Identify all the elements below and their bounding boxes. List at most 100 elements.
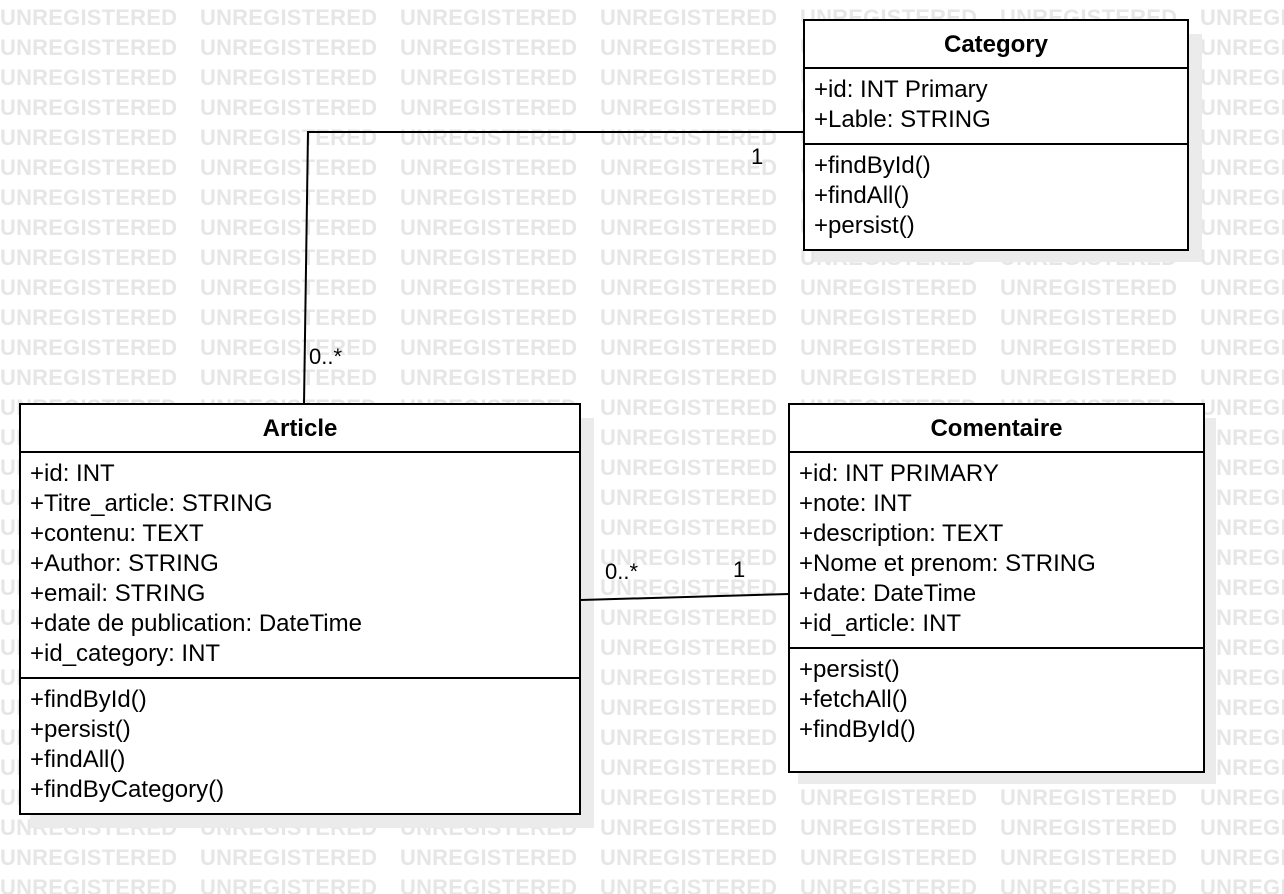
class-comentaire-attributes: +id: INT PRIMARY+note: INT+description: …: [790, 453, 1203, 649]
watermark-text: UNREGISTERED: [600, 785, 778, 810]
watermark-text: UNREGISTERED: [800, 815, 978, 840]
watermark-text: UNREGISTERED: [1000, 275, 1178, 300]
watermark-text: UNREGISTERED: [1200, 485, 1284, 510]
attribute-line: +note: INT: [799, 490, 912, 517]
watermark-text: UNREGISTERED: [600, 635, 778, 660]
watermark-text: UNREGISTERED: [1200, 275, 1284, 300]
method-line: +findById(): [30, 686, 147, 713]
watermark-text: UNREGISTERED: [600, 725, 778, 750]
watermark-text: UNREGISTERED: [600, 305, 778, 330]
attribute-line: +date de publication: DateTime: [30, 610, 362, 637]
watermark-text: UNREGISTERED: [600, 425, 778, 450]
watermark-text: UNREGISTERED: [600, 515, 778, 540]
watermark-text: UNREGISTERED: [1200, 725, 1284, 750]
watermark-text: UNREGISTERED: [1200, 305, 1284, 330]
attribute-line: +id: INT: [30, 460, 115, 487]
watermark-text: UNREGISTERED: [600, 275, 778, 300]
watermark-text: UNREGISTERED: [400, 185, 578, 210]
watermark-text: UNREGISTERED: [1200, 785, 1284, 810]
watermark-text: UNREGISTERED: [0, 875, 178, 894]
watermark-text: UNREGISTERED: [0, 215, 178, 240]
watermark-text: UNREGISTERED: [600, 65, 778, 90]
class-article-methods: +findById()+persist()+findAll()+findByCa…: [21, 679, 579, 809]
attribute-line: +id_article: INT: [799, 610, 962, 637]
watermark-text: UNREGISTERED: [600, 815, 778, 840]
method-line: +fetchAll(): [799, 686, 908, 713]
watermark-text: UNREGISTERED: [200, 305, 378, 330]
watermark-text: UNREGISTERED: [200, 335, 378, 360]
watermark-text: UNREGISTERED: [1200, 695, 1284, 720]
watermark-text: UNREGISTERED: [1000, 305, 1178, 330]
watermark-text: UNREGISTERED: [1200, 425, 1284, 450]
method-line: +persist(): [799, 656, 900, 683]
watermark-row: UNREGISTERED UNREGISTERED UNREGISTERED UNRE…: [0, 307, 1284, 329]
watermark-text: UNREGISTERED: [1200, 5, 1284, 30]
watermark-text: UNREGISTERED: [400, 155, 578, 180]
watermark-text: UNREGISTERED: [600, 455, 778, 480]
watermark-text: UNREGISTERED: [800, 785, 978, 810]
attribute-line: +email: STRING: [30, 580, 206, 607]
class-comentaire[interactable]: Comentaire +id: INT PRIMARY+note: INT+de…: [788, 403, 1205, 773]
watermark-text: UNREGISTERED: [600, 695, 778, 720]
attribute-line: +date: DateTime: [799, 580, 977, 607]
watermark-text: UNREGISTERED: [1200, 185, 1284, 210]
watermark-text: UNREGISTERED: [1200, 245, 1284, 270]
watermark-text: UNREGISTERED: [600, 365, 778, 390]
watermark-text: UNREGISTERED: [400, 65, 578, 90]
watermark-text: UNREGISTERED: [600, 605, 778, 630]
watermark-text: UNREGISTERED: [200, 65, 378, 90]
association-article-comentaire[interactable]: [580, 593, 790, 601]
method-line: +findAll(): [814, 182, 910, 209]
association-article-category[interactable]: [303, 131, 803, 405]
watermark-text: UNREGISTERED: [400, 305, 578, 330]
watermark-row: UNREGISTERED UNREGISTERED UNREGISTERED UNRE…: [0, 337, 1284, 359]
attribute-line: +Nome et prenom: STRING: [799, 550, 1096, 577]
class-category-name: Category: [805, 21, 1187, 69]
watermark-text: UNREGISTERED: [600, 5, 778, 30]
watermark-text: UNREGISTERED: [1000, 335, 1178, 360]
watermark-text: UNREGISTERED: [600, 215, 778, 240]
watermark-text: UNREGISTERED: [1200, 875, 1284, 894]
watermark-text: UNREGISTERED: [1200, 755, 1284, 780]
watermark-text: UNREGISTERED: [0, 5, 178, 30]
watermark-text: UNREGISTERED: [0, 335, 178, 360]
watermark-text: UNREGISTERED: [400, 335, 578, 360]
watermark-text: UNREGISTERED: [0, 95, 178, 120]
watermark-text: UNREGISTERED: [1200, 95, 1284, 120]
watermark-text: UNREGISTERED: [400, 875, 578, 894]
watermark-text: UNREGISTERED: [400, 5, 578, 30]
watermark-text: UNREGISTERED: [1200, 635, 1284, 660]
watermark-text: UNREGISTERED: [800, 275, 978, 300]
watermark-row: UNREGISTERED UNREGISTERED UNREGISTERED UNRE…: [0, 277, 1284, 299]
watermark-text: UNREGISTERED: [0, 155, 178, 180]
watermark-text: UNREGISTERED: [0, 305, 178, 330]
multiplicity-article-comentaire-end: 0..*: [605, 559, 639, 584]
watermark-text: UNREGISTERED: [1000, 785, 1178, 810]
watermark-text: UNREGISTERED: [1200, 65, 1284, 90]
watermark-text: UNREGISTERED: [800, 305, 978, 330]
class-category[interactable]: Category +id: INT Primary+Lable: STRING …: [803, 19, 1189, 251]
watermark-text: UNREGISTERED: [600, 665, 778, 690]
watermark-text: UNREGISTERED: [200, 845, 378, 870]
watermark-text: UNREGISTERED: [1200, 335, 1284, 360]
attribute-line: +description: TEXT: [799, 520, 1004, 547]
class-comentaire-methods: +persist()+fetchAll()+findById(): [790, 649, 1203, 749]
attribute-line: +id: INT Primary: [814, 76, 988, 103]
attribute-line: +id_category: INT: [30, 640, 221, 667]
watermark-text: UNREGISTERED: [600, 155, 778, 180]
watermark-text: UNREGISTERED: [600, 35, 778, 60]
watermark-text: UNREGISTERED: [200, 245, 378, 270]
watermark-text: UNREGISTERED: [600, 485, 778, 510]
watermark-text: UNREGISTERED: [0, 35, 178, 60]
watermark-text: UNREGISTERED: [0, 65, 178, 90]
class-comentaire-name: Comentaire: [790, 405, 1203, 453]
class-article[interactable]: Article +id: INT+Titre_article: STRING+c…: [19, 403, 581, 815]
watermark-text: UNREGISTERED: [1200, 845, 1284, 870]
attribute-line: +contenu: TEXT: [30, 520, 204, 547]
watermark-text: UNREGISTERED: [200, 215, 378, 240]
watermark-text: UNREGISTERED: [1200, 605, 1284, 630]
watermark-text: UNREGISTERED: [0, 365, 178, 390]
class-category-methods: +findById()+findAll()+persist(): [805, 145, 1187, 245]
attribute-line: +Lable: STRING: [814, 106, 991, 133]
